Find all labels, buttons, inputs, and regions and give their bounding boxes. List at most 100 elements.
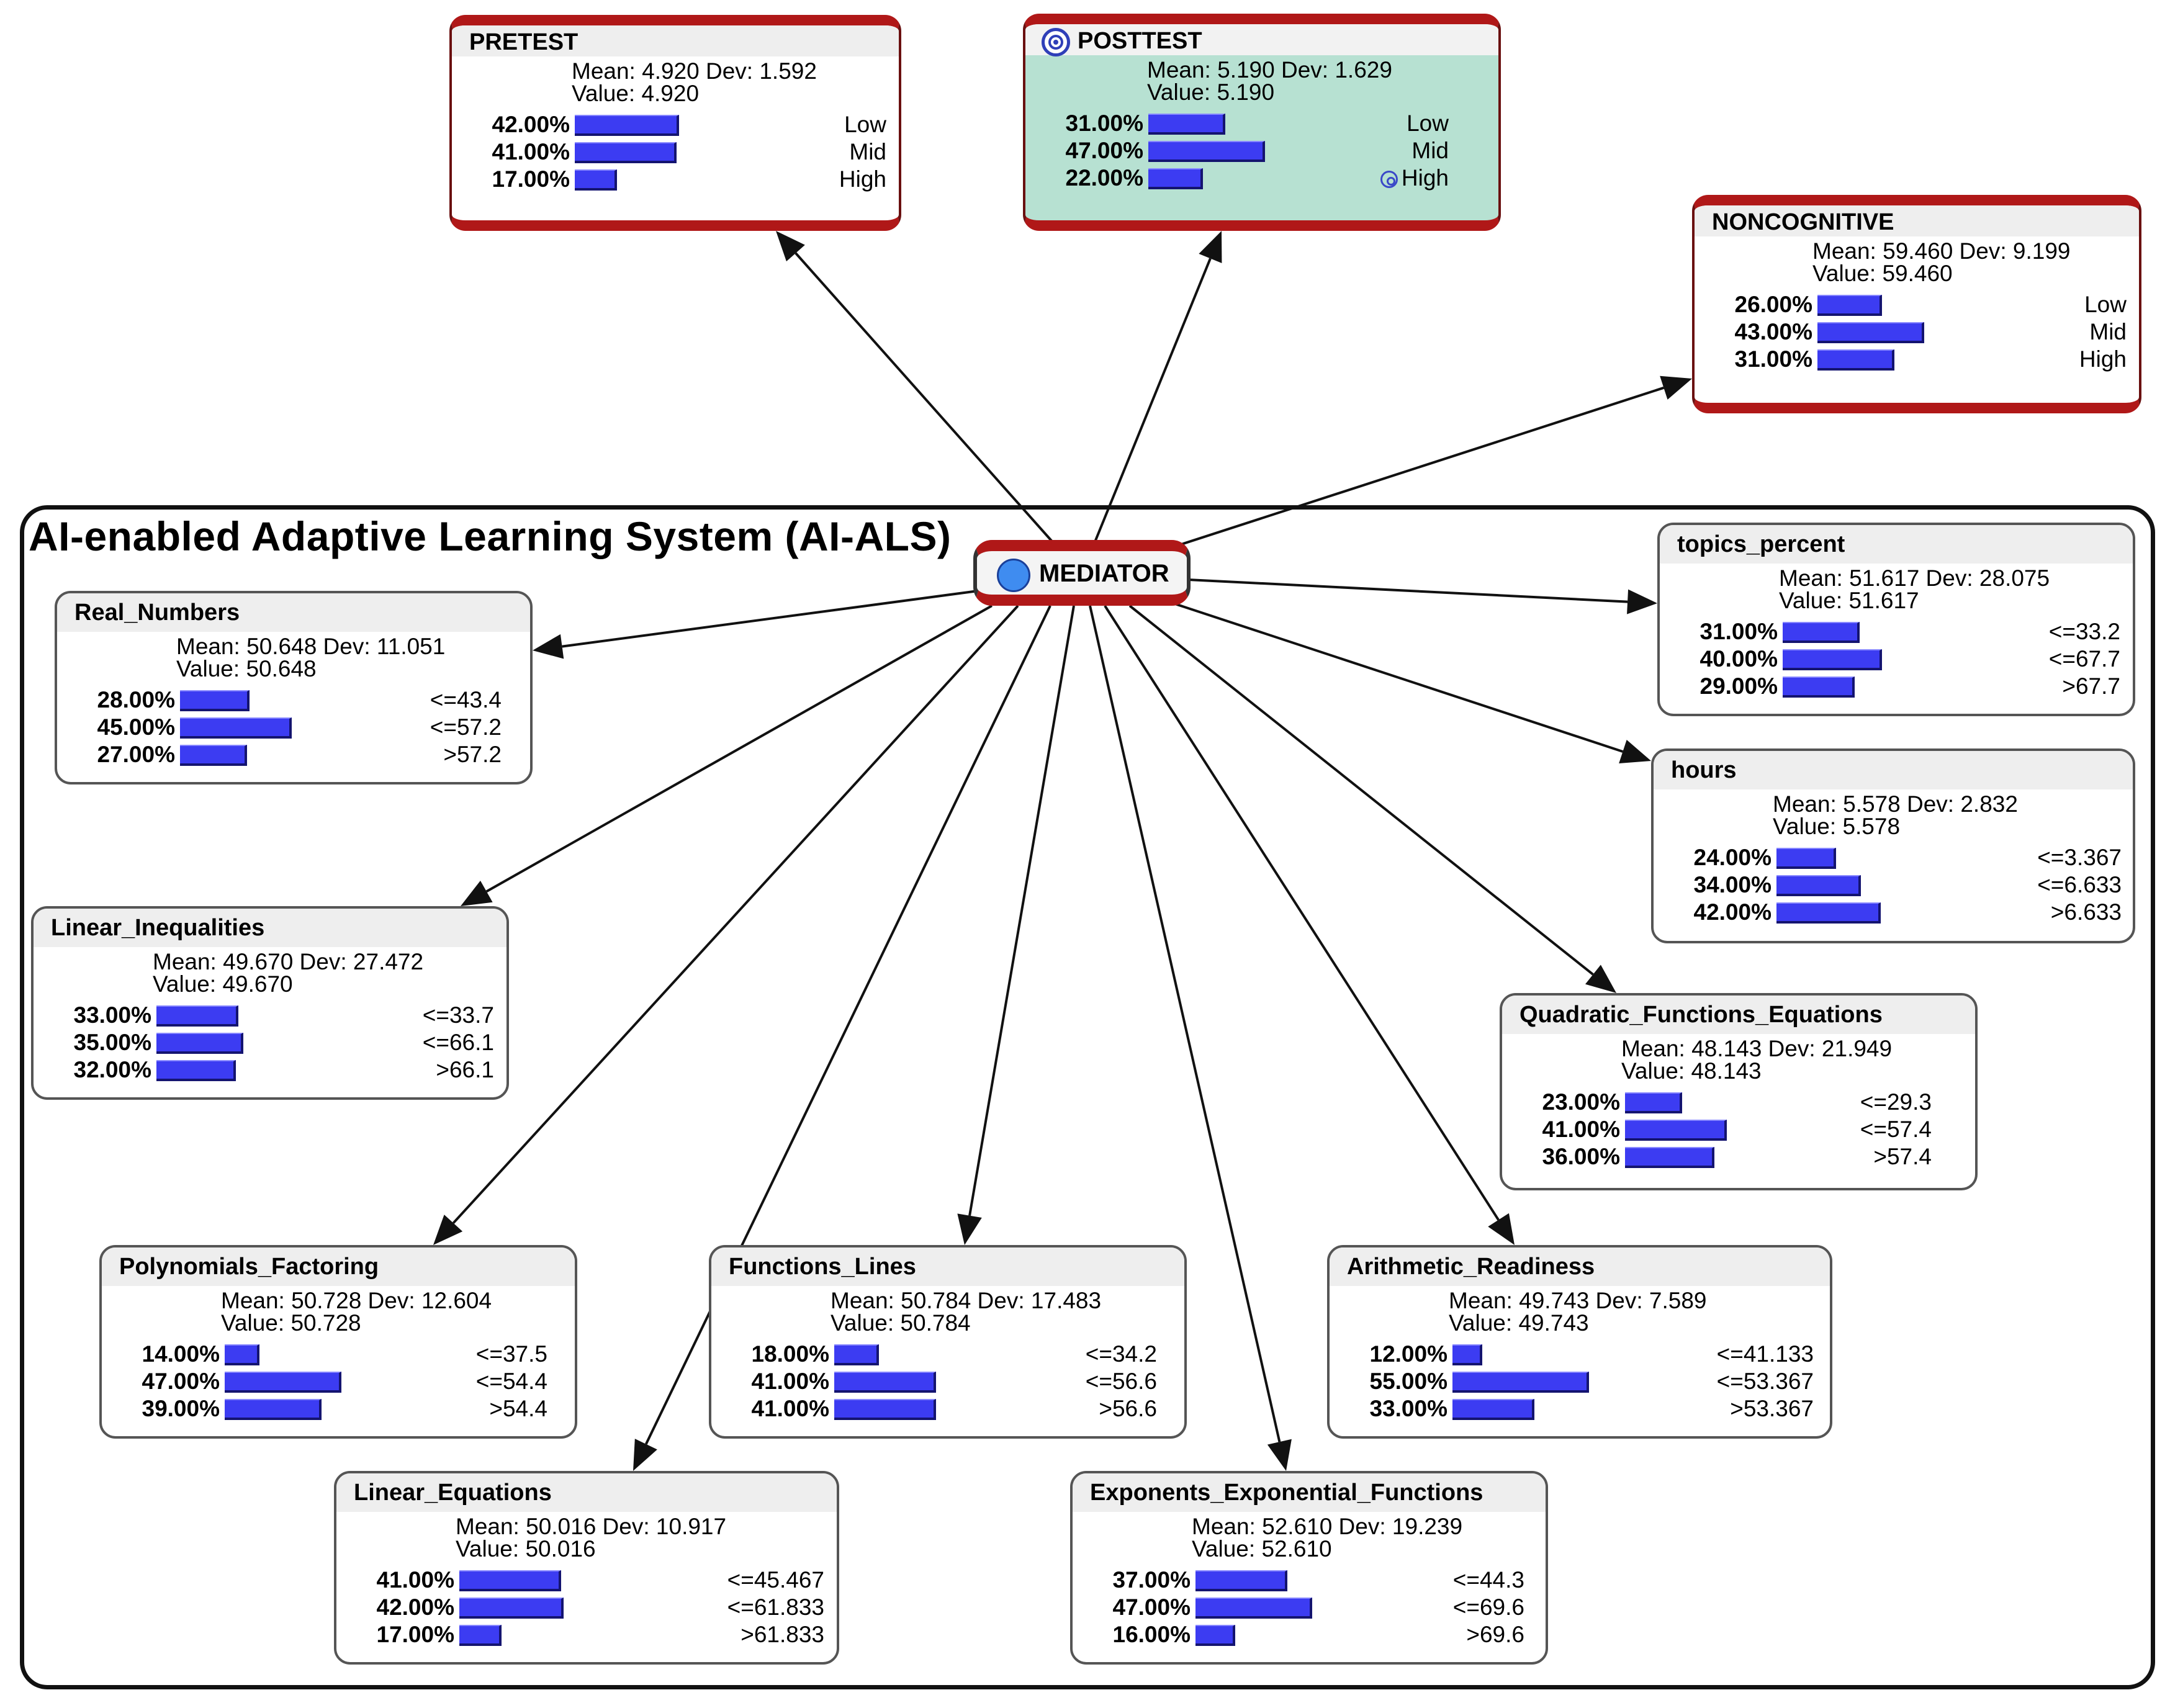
state-label: <=6.633 bbox=[2037, 871, 2122, 899]
probability-bar bbox=[459, 1570, 561, 1591]
target-state-icon bbox=[1380, 171, 1398, 189]
state-row[interactable]: 31.00%Low bbox=[1025, 110, 1498, 137]
arrowhead bbox=[1627, 589, 1657, 614]
probability-bar bbox=[1148, 114, 1225, 135]
node-mean-dev: Mean: 52.610 Dev: 19.239 bbox=[1192, 1514, 1463, 1539]
state-label-text: <=29.3 bbox=[1860, 1089, 1932, 1115]
state-row[interactable]: 18.00%<=34.2 bbox=[711, 1341, 1184, 1368]
state-row[interactable]: 41.00%<=56.6 bbox=[711, 1368, 1184, 1395]
state-row[interactable]: 45.00% <=57.2 bbox=[57, 714, 530, 741]
state-label: >57.4 bbox=[1873, 1143, 1932, 1171]
state-row[interactable]: 24.00%<=3.367 bbox=[1654, 844, 2133, 871]
state-row[interactable]: 47.00%<=69.6 bbox=[1073, 1594, 1546, 1621]
state-percent: 45.00% bbox=[97, 714, 176, 740]
state-label-text: >57.4 bbox=[1873, 1144, 1932, 1169]
probability-bar bbox=[225, 1372, 341, 1393]
state-label-text: <=37.5 bbox=[475, 1341, 547, 1367]
node-title: NONCOGNITIVE bbox=[1712, 209, 1894, 235]
state-percent: 22.00% bbox=[1065, 165, 1144, 191]
state-row[interactable]: 55.00%<=53.367 bbox=[1330, 1368, 1830, 1395]
state-row[interactable]: 29.00%>67.7 bbox=[1660, 673, 2133, 700]
state-label: <=33.2 bbox=[2049, 618, 2120, 645]
state-label-text: Low bbox=[844, 112, 886, 137]
state-row[interactable]: 17.00%>61.833 bbox=[336, 1621, 837, 1648]
state-percent: 39.00% bbox=[142, 1396, 220, 1421]
state-row[interactable]: 16.00%>69.6 bbox=[1073, 1621, 1546, 1648]
state-row[interactable]: 37.00%<=44.3 bbox=[1073, 1566, 1546, 1594]
state-label-text: >61.833 bbox=[741, 1622, 824, 1647]
state-percent: 12.00% bbox=[1369, 1341, 1448, 1367]
probability-bar bbox=[1783, 676, 1855, 698]
state-row[interactable]: 34.00%<=6.633 bbox=[1654, 871, 2133, 899]
node-mean-dev: Mean: 4.920 Dev: 1.592 bbox=[572, 58, 817, 84]
node-mean-dev: Mean: 51.617 Dev: 28.075 bbox=[1779, 565, 2050, 591]
state-row[interactable]: 22.00%High bbox=[1025, 164, 1498, 192]
state-row[interactable]: 41.00%<=45.467 bbox=[336, 1566, 837, 1594]
state-label: <=57.2 bbox=[430, 714, 502, 741]
state-row[interactable]: 39.00% >54.4 bbox=[102, 1395, 575, 1423]
node-value: Value: 49.670 bbox=[153, 971, 293, 997]
state-row[interactable]: 42.00%<=61.833 bbox=[336, 1594, 837, 1621]
edge-mediator-to-linear-inequalities bbox=[485, 605, 993, 893]
state-row[interactable]: 42.00%Low bbox=[452, 111, 899, 138]
state-percent: 31.00% bbox=[1734, 346, 1813, 372]
node-mean-dev: Mean: 50.016 Dev: 10.917 bbox=[456, 1514, 727, 1539]
state-row[interactable]: 43.00%Mid bbox=[1695, 318, 2139, 346]
state-row[interactable]: 32.00%>66.1 bbox=[34, 1056, 506, 1084]
state-row[interactable]: 26.00%Low bbox=[1695, 291, 2139, 318]
node-title: hours bbox=[1671, 757, 1737, 783]
state-row[interactable]: 36.00%>57.4 bbox=[1502, 1143, 1975, 1171]
probability-bar bbox=[1625, 1120, 1727, 1141]
state-label: >54.4 bbox=[489, 1395, 547, 1423]
state-row[interactable]: 27.00%>57.2 bbox=[57, 741, 530, 768]
state-row[interactable]: 41.00%Mid bbox=[452, 138, 899, 166]
state-label: <=57.4 bbox=[1860, 1116, 1932, 1143]
state-percent: 41.00% bbox=[376, 1567, 455, 1593]
submodel-group-box[interactable] bbox=[20, 505, 2155, 1689]
state-percent: 41.00% bbox=[1542, 1117, 1621, 1142]
state-row[interactable]: 33.00%<=33.7 bbox=[34, 1002, 506, 1029]
state-row[interactable]: 33.00%>53.367 bbox=[1330, 1395, 1830, 1423]
mediator-node[interactable]: MEDIATOR bbox=[973, 540, 1191, 606]
node-title: Linear_Inequalities bbox=[51, 915, 265, 941]
state-row[interactable]: 28.00%<=43.4 bbox=[57, 686, 530, 714]
state-row[interactable]: 47.00%<=54.4 bbox=[102, 1368, 575, 1395]
state-row[interactable]: 12.00%<=41.133 bbox=[1330, 1341, 1830, 1368]
state-label-text: <=56.6 bbox=[1085, 1369, 1157, 1394]
state-row[interactable]: 35.00%<=66.1 bbox=[34, 1029, 506, 1056]
state-row[interactable]: 14.00%<=37.5 bbox=[102, 1341, 575, 1368]
state-row[interactable]: 41.00%>56.6 bbox=[711, 1395, 1184, 1423]
node-header: Functions_Lines bbox=[711, 1247, 1184, 1286]
state-label: <=3.367 bbox=[2037, 844, 2122, 871]
probability-bar bbox=[156, 1033, 243, 1054]
probability-bar bbox=[180, 745, 247, 766]
edge-mediator-to-noncognitive bbox=[1179, 386, 1664, 546]
state-row[interactable]: 17.00%High bbox=[452, 166, 899, 193]
node-title: Arithmetic_Readiness bbox=[1347, 1254, 1595, 1280]
edge-mediator-to-posttest bbox=[1092, 258, 1212, 546]
state-row[interactable]: 40.00%<=67.7 bbox=[1660, 645, 2133, 673]
state-percent: 35.00% bbox=[73, 1030, 152, 1055]
edge-mediator-to-exponents bbox=[1089, 605, 1281, 1442]
state-row[interactable]: 31.00%<=33.2 bbox=[1660, 618, 2133, 645]
state-row[interactable]: 41.00% <=57.4 bbox=[1502, 1116, 1975, 1143]
state-row[interactable]: 42.00%>6.633 bbox=[1654, 899, 2133, 926]
state-row[interactable]: 23.00%<=29.3 bbox=[1502, 1089, 1975, 1116]
edge-mediator-to-polynomials bbox=[452, 605, 1019, 1224]
state-row[interactable]: 47.00%Mid bbox=[1025, 137, 1498, 164]
probability-bar bbox=[1817, 349, 1894, 371]
state-row[interactable]: 31.00%High bbox=[1695, 346, 2139, 373]
